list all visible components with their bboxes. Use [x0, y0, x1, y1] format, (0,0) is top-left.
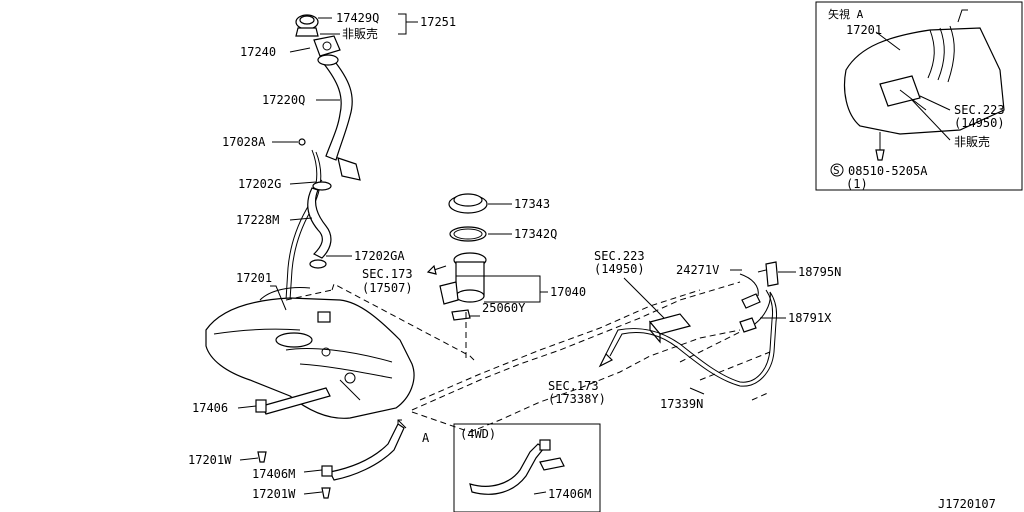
label-view-a: A [422, 431, 430, 445]
inset-labels: 矢視 A 17201 SEC.223 (14950) 非販売 S 08510-5… [828, 7, 1005, 191]
label-sec173-a: SEC.173 [362, 267, 413, 281]
label-sec173-b-ref: (17338Y) [548, 392, 606, 406]
inset-tank [843, 9, 1005, 161]
label-17201: 17201 [236, 271, 272, 285]
view-arrow-a [397, 419, 407, 429]
label-17406m-2: 17406M [548, 487, 591, 501]
label-17201w-2: 17201W [252, 487, 296, 501]
label-17240: 17240 [240, 45, 276, 59]
view-a-inset [815, 1, 1023, 191]
four-wd-box [453, 423, 601, 512]
label-17040: 17040 [550, 285, 586, 299]
gasket-17342q [449, 226, 487, 242]
lock-ring-17343 [448, 193, 488, 214]
label-17406m-1: 17406M [252, 467, 295, 481]
label-17429q: 17429Q [336, 11, 379, 25]
inset-screw-symbol: S [833, 164, 840, 177]
bracket-18795n [757, 261, 779, 287]
label-17202ga: 17202GA [354, 249, 405, 263]
label-24271v: 24271V [676, 263, 719, 277]
inset-label-screw: 08510-5205A [848, 164, 928, 178]
label-17251: 17251 [420, 15, 456, 29]
filler-ring [313, 35, 341, 57]
screw-symbol-circle [830, 163, 844, 177]
bolt-17201w-2 [321, 487, 331, 499]
label-25060y: 25060Y [482, 301, 526, 315]
inset-label-sec223-ref: (14950) [954, 116, 1005, 130]
label-sec173-b: SEC.173 [548, 379, 599, 393]
label-sec223-ref: (14950) [594, 262, 645, 276]
label-18791x: 18791X [788, 311, 832, 325]
fuel-tank [205, 287, 415, 419]
part-labels: 17429Q 17251 非販売 17240 17220Q 17028A 172… [188, 11, 996, 511]
diagram-id: J1720107 [938, 497, 996, 511]
bolt-17201w-1 [257, 451, 267, 463]
canister-leader [623, 277, 665, 319]
leader-lines [237, 13, 796, 495]
label-17028a: 17028A [222, 135, 266, 149]
label-17406: 17406 [192, 401, 228, 415]
fuel-cap [295, 14, 319, 37]
tank-strap-right [321, 423, 405, 481]
hose-18791x [739, 291, 771, 333]
inset-leaders [875, 31, 951, 141]
inset-label-17201: 17201 [846, 23, 882, 37]
label-17228m: 17228M [236, 213, 279, 227]
label-not-for-sale: 非販売 [342, 26, 378, 41]
label-17342q: 17342Q [514, 227, 557, 241]
label-18795n: 18795N [798, 265, 841, 279]
label-sec223: SEC.223 [594, 249, 645, 263]
inset-label-sec223: SEC.223 [954, 103, 1005, 117]
filler-hose [307, 181, 332, 269]
label-17343: 17343 [514, 197, 550, 211]
vapor-tube-17339n [605, 289, 777, 387]
fuel-pump-17040 [439, 252, 487, 305]
inset-title: 矢視 A [828, 7, 864, 21]
inset-label-screw-qty: (1) [846, 177, 868, 191]
label-17339n: 17339N [660, 397, 703, 411]
bolt-17028a [298, 138, 306, 146]
filler-tube [311, 54, 361, 191]
strap-4wd [469, 439, 565, 495]
hose-24271v [739, 273, 761, 309]
label-sec173-a-ref: (17507) [362, 281, 413, 295]
inset-label-not-for-sale: 非販売 [954, 134, 990, 149]
label-17202g: 17202G [238, 177, 281, 191]
sender-25060y [451, 309, 471, 321]
label-17201w-1: 17201W [188, 453, 232, 467]
label-17220q: 17220Q [262, 93, 305, 107]
label-4wd: (4WD) [460, 427, 496, 441]
tank-strap-left [255, 387, 331, 415]
arrow-sec173-b [598, 352, 614, 368]
reference-lines [285, 281, 771, 433]
